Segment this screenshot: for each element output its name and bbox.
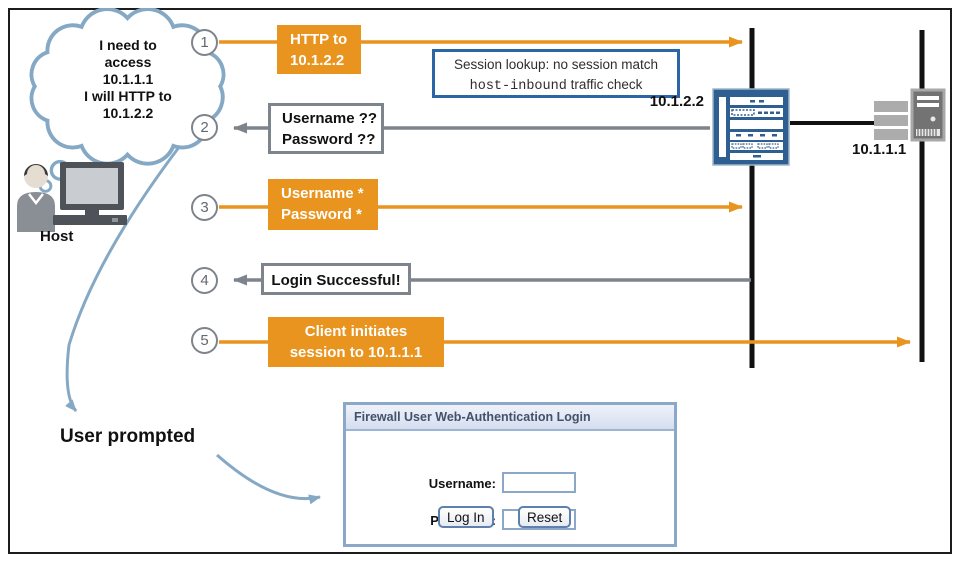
server-label: 10.1.1.1 — [852, 141, 907, 158]
login-button[interactable]: Log In — [438, 506, 494, 528]
username-input[interactable] — [502, 472, 576, 493]
cloud-line: I will HTTP to — [84, 88, 172, 104]
thought-cloud-text: I need to access 10.1.1.1 I will HTTP to… — [57, 37, 199, 122]
step5-message-box: Client initiates session to 10.1.1.1 — [268, 317, 444, 367]
step-circle-2: 2 — [191, 114, 218, 141]
msg-line: Client initiates — [304, 323, 408, 340]
msg-line: Username * — [281, 185, 364, 202]
msg-line: session to 10.1.1.1 — [289, 344, 423, 361]
step-circle-4: 4 — [191, 267, 218, 294]
msg-line: Password ?? — [282, 131, 376, 148]
session-note-line1: Session lookup: no session match — [453, 57, 659, 72]
user-prompted-label: User prompted — [60, 426, 196, 447]
session-note-line2: host-inbound traffic check — [435, 75, 677, 97]
outer-border — [8, 8, 952, 554]
session-note-mono: host-inbound — [469, 79, 567, 94]
msg-line: Login Successful! — [271, 272, 401, 289]
session-lookup-note: Session lookup: no session match host-in… — [432, 49, 680, 98]
step2-message-box: Username ?? Password ?? — [268, 103, 384, 154]
cloud-line: 10.1.1.1 — [102, 71, 154, 87]
step-circle-3: 3 — [191, 194, 218, 221]
session-note-rest: traffic check — [566, 77, 643, 92]
step1-message-box: HTTP to 10.1.2.2 — [277, 25, 361, 74]
msg-line: Password * — [281, 206, 362, 223]
username-label: Username: — [428, 476, 496, 491]
step-circle-1: 1 — [191, 29, 218, 56]
step3-message-box: Username * Password * — [268, 179, 378, 230]
step4-message-box: Login Successful! — [261, 263, 411, 295]
msg-line: Username ?? — [282, 110, 378, 127]
msg-line: 10.1.2.2 — [290, 52, 345, 69]
host-label: Host — [40, 228, 74, 245]
login-form-title: Firewall User Web-Authentication Login — [346, 405, 674, 431]
web-auth-login-form: Firewall User Web-Authentication Login U… — [343, 402, 677, 547]
step-circle-5: 5 — [191, 327, 218, 354]
reset-button[interactable]: Reset — [518, 506, 572, 528]
msg-line: HTTP to — [290, 31, 348, 48]
cloud-line: I need to — [99, 37, 157, 53]
cloud-line: access — [104, 54, 152, 70]
cloud-line: 10.1.2.2 — [102, 105, 154, 121]
firewall-label: 10.1.2.2 — [649, 93, 704, 110]
